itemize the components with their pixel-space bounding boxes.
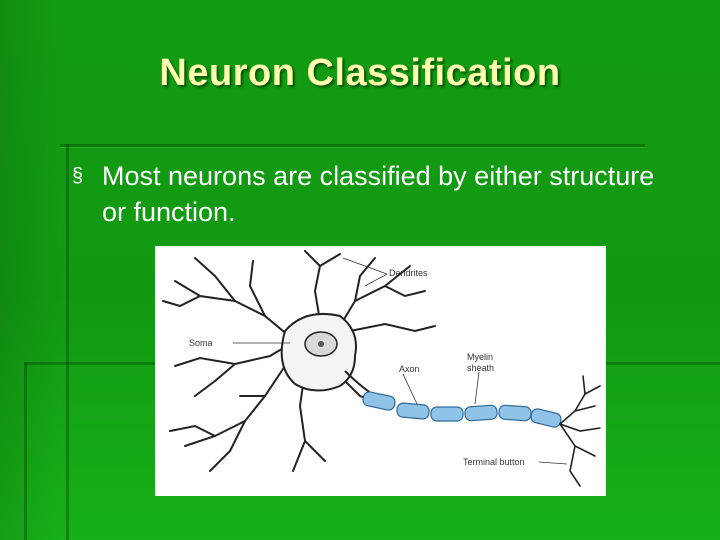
- decorative-horizontal-line: [60, 144, 645, 147]
- axon-terminals: [559, 375, 601, 487]
- neuron-illustration: Dendrites Soma Axon Myelin sheath Termin…: [162, 250, 601, 487]
- myelin-sheath-segments: [362, 391, 562, 428]
- label-soma: Soma: [189, 338, 213, 348]
- label-myelin-line2: sheath: [467, 363, 494, 373]
- label-myelin-line1: Myelin: [467, 352, 493, 362]
- square-bullet-icon: §: [72, 165, 84, 187]
- decorative-highlight-line: [60, 147, 645, 148]
- nucleolus: [318, 341, 324, 347]
- slide-title: Neuron Classification: [159, 52, 561, 94]
- dendrite-branches: [162, 250, 436, 472]
- label-terminal-button: Terminal button: [463, 457, 525, 467]
- decorative-vertical-line-lower: [24, 362, 27, 540]
- bullet-text: Most neurons are classified by either st…: [102, 161, 655, 227]
- neuron-diagram: Dendrites Soma Axon Myelin sheath Termin…: [155, 246, 606, 496]
- label-dendrites: Dendrites: [389, 268, 428, 278]
- label-leader-lines: [233, 257, 568, 465]
- decorative-vertical-line: [66, 144, 69, 540]
- label-axon: Axon: [399, 364, 420, 374]
- bullet-item: § Most neurons are classified by either …: [72, 158, 672, 230]
